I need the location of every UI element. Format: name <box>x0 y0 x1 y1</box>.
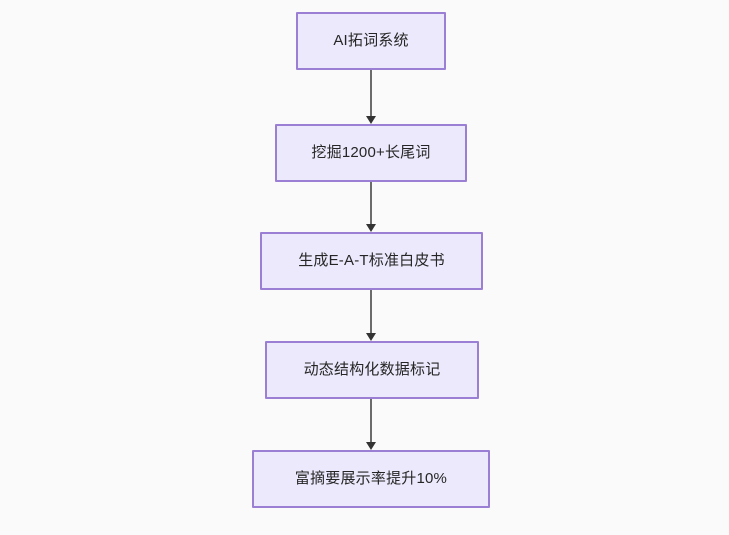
flow-node-n3[interactable]: 生成E-A-T标准白皮书 <box>260 232 483 290</box>
flow-node-n2[interactable]: 挖掘1200+长尾词 <box>275 124 467 182</box>
flow-node-label: 富摘要展示率提升10% <box>294 470 448 487</box>
edge-line <box>370 290 372 333</box>
edge-line <box>370 399 372 442</box>
arrow-head-icon <box>366 224 376 232</box>
flow-node-label: AI拓词系统 <box>333 32 409 49</box>
flow-node-n4[interactable]: 动态结构化数据标记 <box>265 341 479 399</box>
edge-line <box>370 182 372 224</box>
arrow-head-icon <box>366 333 376 341</box>
arrow-head-icon <box>366 116 376 124</box>
flow-node-n1[interactable]: AI拓词系统 <box>296 12 446 70</box>
flow-node-label: 生成E-A-T标准白皮书 <box>298 252 445 269</box>
edge-line <box>370 70 372 116</box>
flow-node-label: 动态结构化数据标记 <box>303 361 441 378</box>
arrow-head-icon <box>366 442 376 450</box>
flow-node-label: 挖掘1200+长尾词 <box>311 144 431 161</box>
flow-node-n5[interactable]: 富摘要展示率提升10% <box>252 450 490 508</box>
